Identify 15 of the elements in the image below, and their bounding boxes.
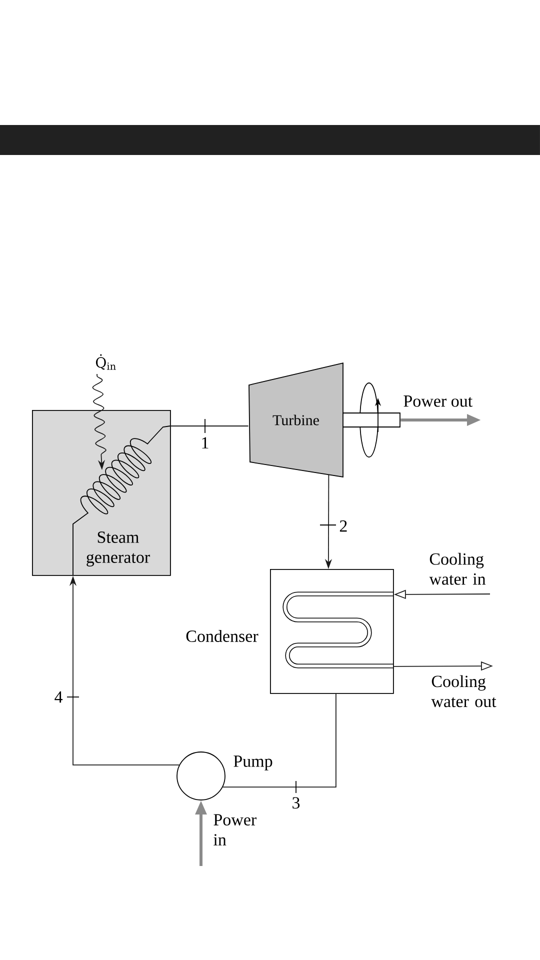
arrow-label: Power in bbox=[214, 814, 256, 846]
state-number: 1 bbox=[202, 437, 208, 448]
node-label: Pump bbox=[234, 756, 272, 770]
arrow-label: Cooling water in bbox=[429, 552, 486, 585]
state-number: 3 bbox=[292, 797, 300, 809]
turbine: Turbine bbox=[248, 362, 344, 478]
state-number: 2 bbox=[340, 520, 347, 532]
steam-generator: Steam generator bbox=[32, 410, 171, 576]
state-number: 4 bbox=[54, 691, 63, 703]
pipe-line bbox=[222, 693, 336, 788]
heat-label: Q̇$_{in}$ bbox=[96, 354, 116, 370]
condenser: Condenser bbox=[186, 569, 394, 694]
arrow-label: Cooling water out bbox=[431, 675, 496, 708]
arrow-label: Power out bbox=[404, 396, 472, 407]
pump: Pump bbox=[176, 752, 272, 800]
